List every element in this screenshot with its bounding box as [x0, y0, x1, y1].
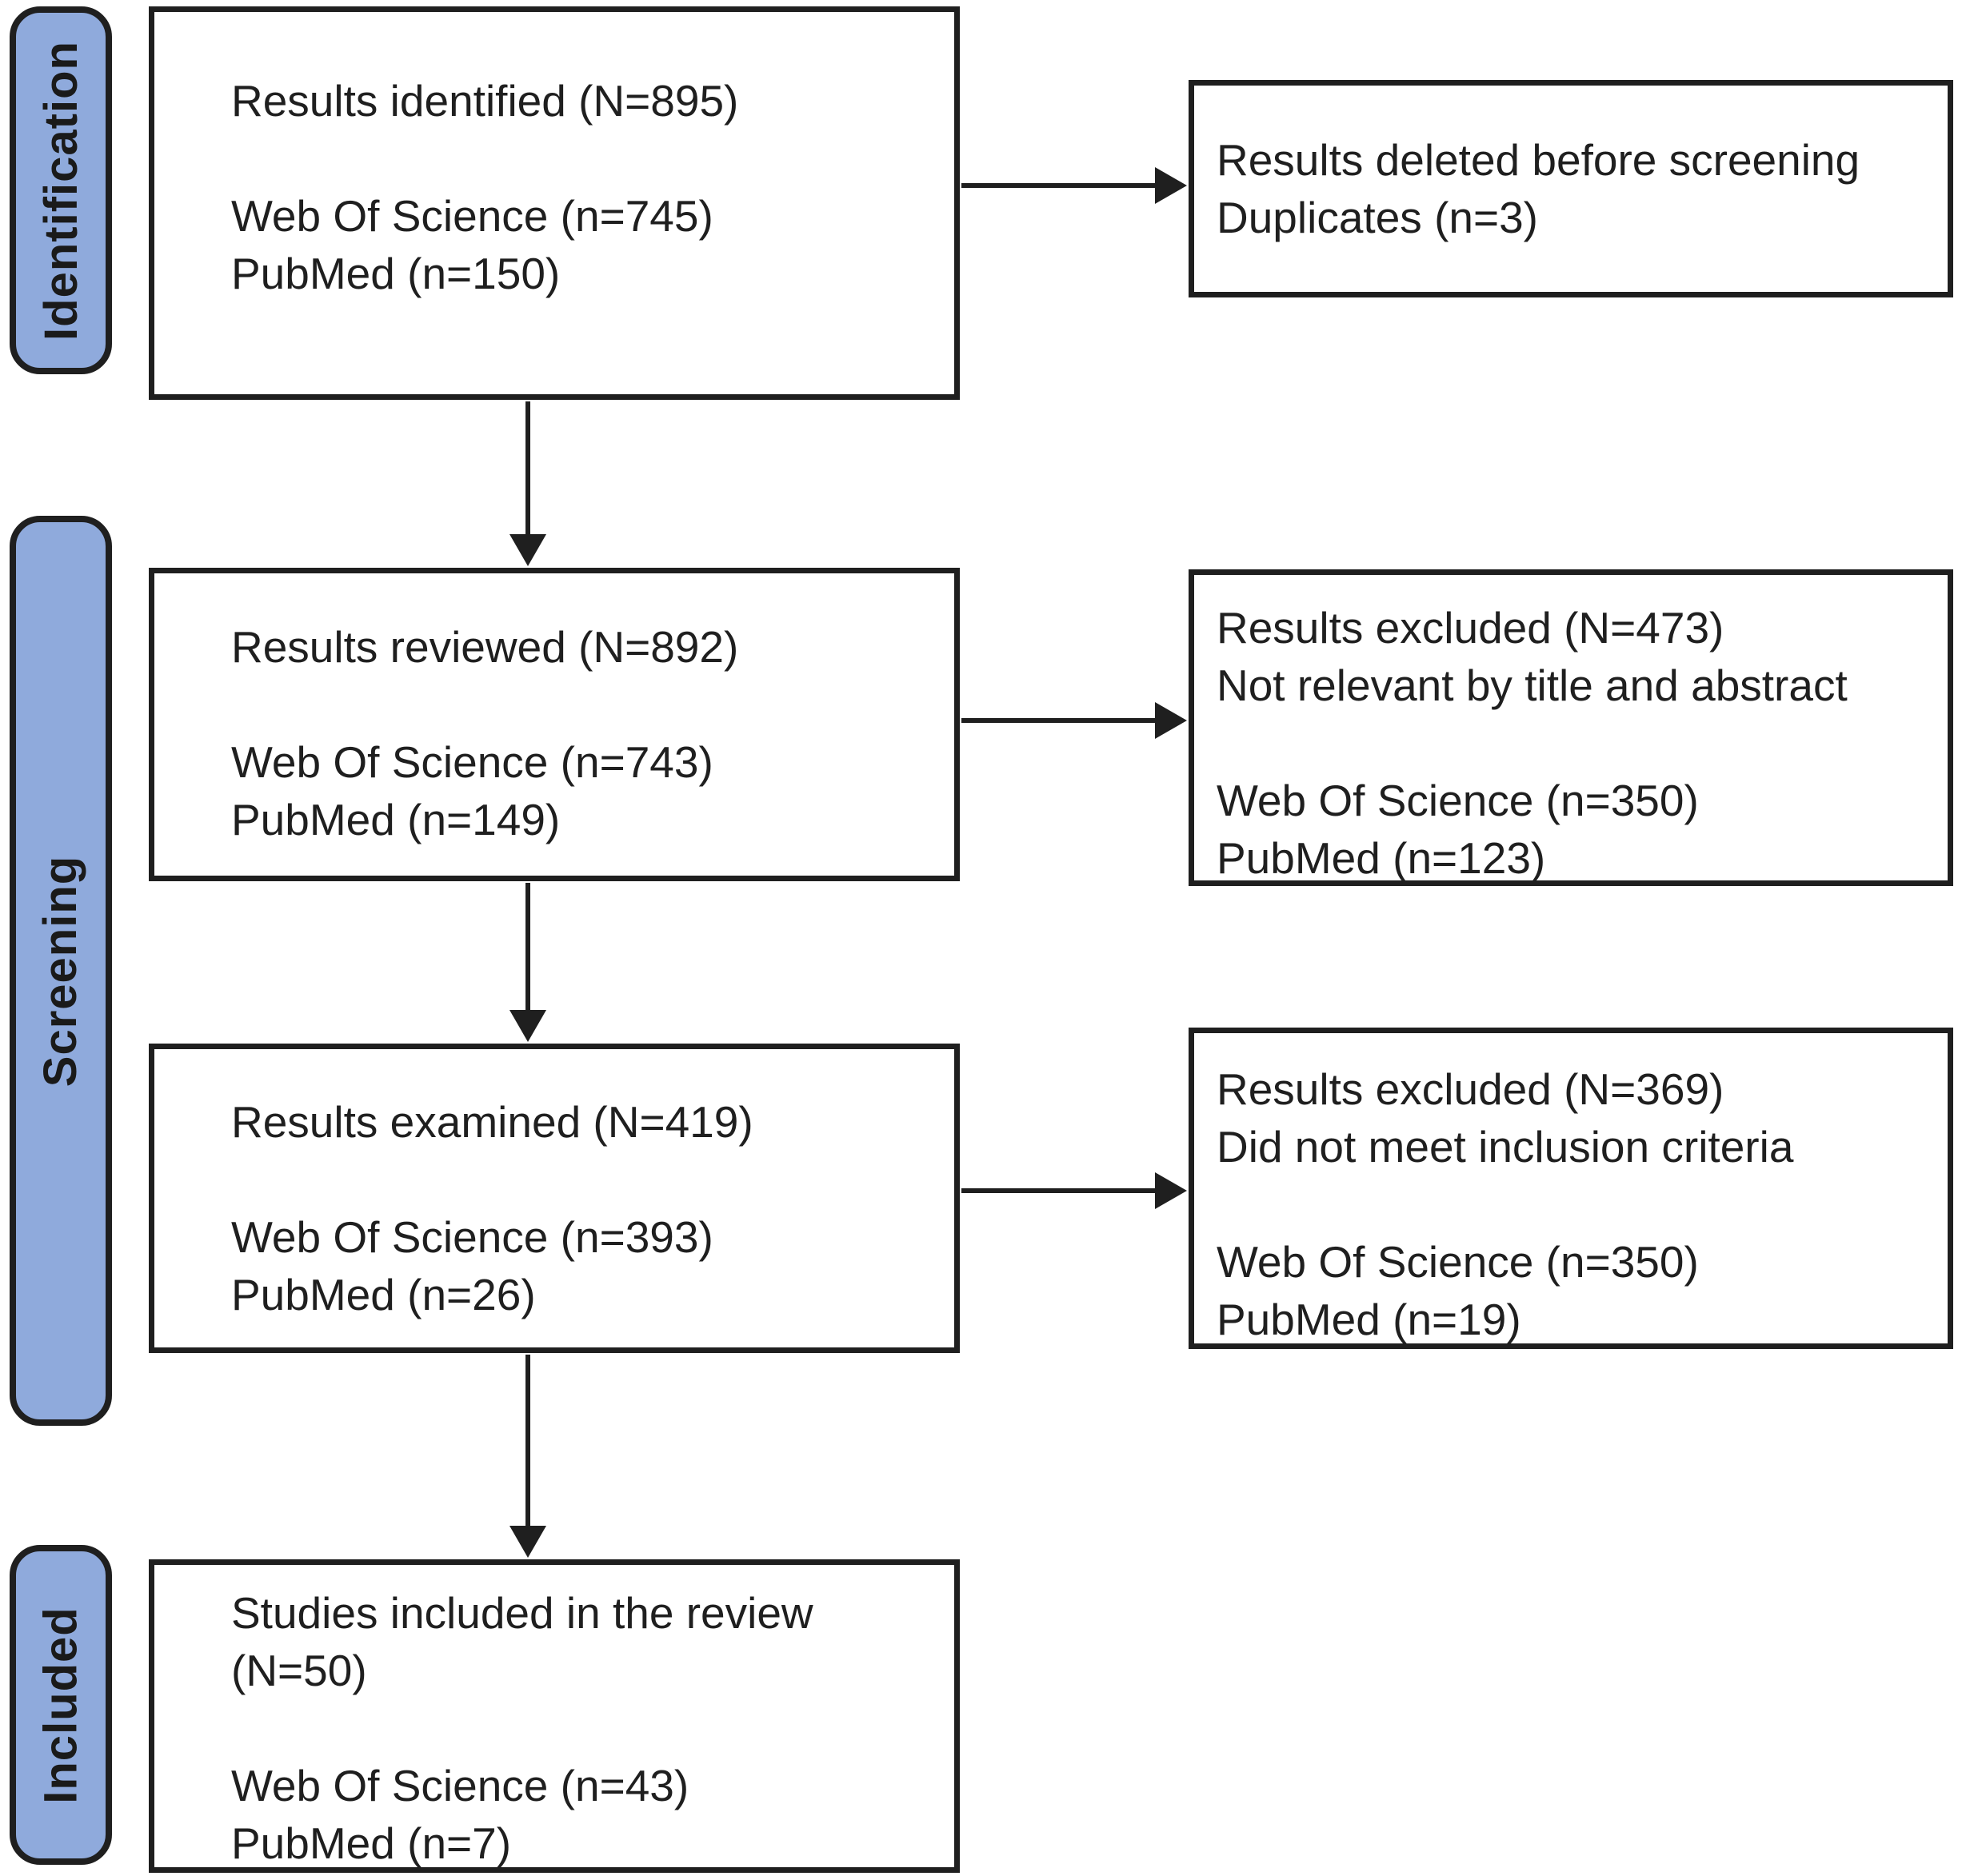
box-line: Duplicates (n=3) — [1217, 193, 1538, 242]
box-line-spacer — [231, 1151, 938, 1208]
box-results-excluded-screening: Results excluded (N=473) Not relevant by… — [1189, 569, 1953, 886]
stage-label-included: Included — [34, 1606, 87, 1804]
arrow-head — [1155, 702, 1187, 739]
box-results-reviewed: Results reviewed (N=892) Web Of Science … — [149, 568, 960, 881]
arrow-right-identified-to-deleted-icon — [961, 167, 1187, 204]
stage-pill-included: Included — [10, 1545, 112, 1865]
arrow-head — [509, 1010, 546, 1042]
arrow-head — [509, 534, 546, 566]
stage-label-screening: Screening — [34, 855, 87, 1087]
box-line-spacer — [231, 676, 938, 733]
box-line: Results identified (N=895) — [231, 76, 739, 126]
box-line: Results reviewed (N=892) — [231, 622, 739, 672]
box-line: Results excluded (N=369) — [1217, 1064, 1724, 1114]
box-line-spacer — [1217, 714, 1932, 772]
arrow-down-reviewed-to-examined-icon — [509, 883, 546, 1042]
arrow-head — [1155, 167, 1187, 204]
arrow-shaft — [525, 1355, 530, 1526]
arrow-down-identified-to-reviewed-icon — [509, 401, 546, 566]
box-studies-included: Studies included in the review (N=50) We… — [149, 1559, 960, 1873]
box-line: PubMed (n=150) — [231, 249, 561, 298]
stage-pill-screening: Screening — [10, 516, 112, 1426]
box-line: PubMed (n=19) — [1217, 1295, 1521, 1344]
box-line: PubMed (n=149) — [231, 795, 561, 844]
box-line: Results deleted before screening — [1217, 135, 1860, 185]
box-results-examined: Results examined (N=419) Web Of Science … — [149, 1044, 960, 1353]
stage-pill-identification: Identification — [10, 6, 112, 374]
box-results-deleted-before-screening: Results deleted before screening Duplica… — [1189, 80, 1953, 297]
arrow-down-examined-to-included-icon — [509, 1355, 546, 1558]
arrow-shaft — [961, 1188, 1155, 1193]
box-line: Studies included in the review — [231, 1588, 813, 1638]
box-results-identified: Results identified (N=895) Web Of Scienc… — [149, 6, 960, 400]
arrow-shaft — [961, 718, 1155, 723]
box-line: PubMed (n=123) — [1217, 833, 1546, 883]
box-line-spacer — [231, 130, 938, 187]
arrow-right-reviewed-to-excluded-icon — [961, 702, 1187, 739]
box-line: Web Of Science (n=393) — [231, 1212, 713, 1262]
box-line: PubMed (n=26) — [231, 1270, 536, 1319]
box-line: PubMed (n=7) — [231, 1818, 512, 1868]
arrow-shaft — [525, 401, 530, 534]
box-line: Not relevant by title and abstract — [1217, 661, 1848, 710]
box-results-excluded-eligibility: Results excluded (N=369) Did not meet in… — [1189, 1028, 1953, 1349]
box-line: Web Of Science (n=743) — [231, 737, 713, 787]
arrow-head — [509, 1526, 546, 1558]
box-line: Did not meet inclusion criteria — [1217, 1122, 1794, 1172]
box-line: Results examined (N=419) — [231, 1097, 753, 1147]
arrow-shaft — [961, 183, 1155, 188]
arrow-head — [1155, 1172, 1187, 1209]
box-line: Web Of Science (n=350) — [1217, 776, 1699, 825]
stage-label-identification: Identification — [34, 40, 87, 341]
box-line-spacer — [1217, 1175, 1932, 1233]
arrow-right-examined-to-excluded-icon — [961, 1172, 1187, 1209]
box-line: (N=50) — [231, 1646, 367, 1695]
arrow-shaft — [525, 883, 530, 1010]
box-line: Web Of Science (n=745) — [231, 191, 713, 241]
box-line: Web Of Science (n=350) — [1217, 1237, 1699, 1287]
box-line: Web Of Science (n=43) — [231, 1761, 689, 1810]
box-line: Results excluded (N=473) — [1217, 603, 1724, 653]
box-line-spacer — [231, 1699, 938, 1757]
